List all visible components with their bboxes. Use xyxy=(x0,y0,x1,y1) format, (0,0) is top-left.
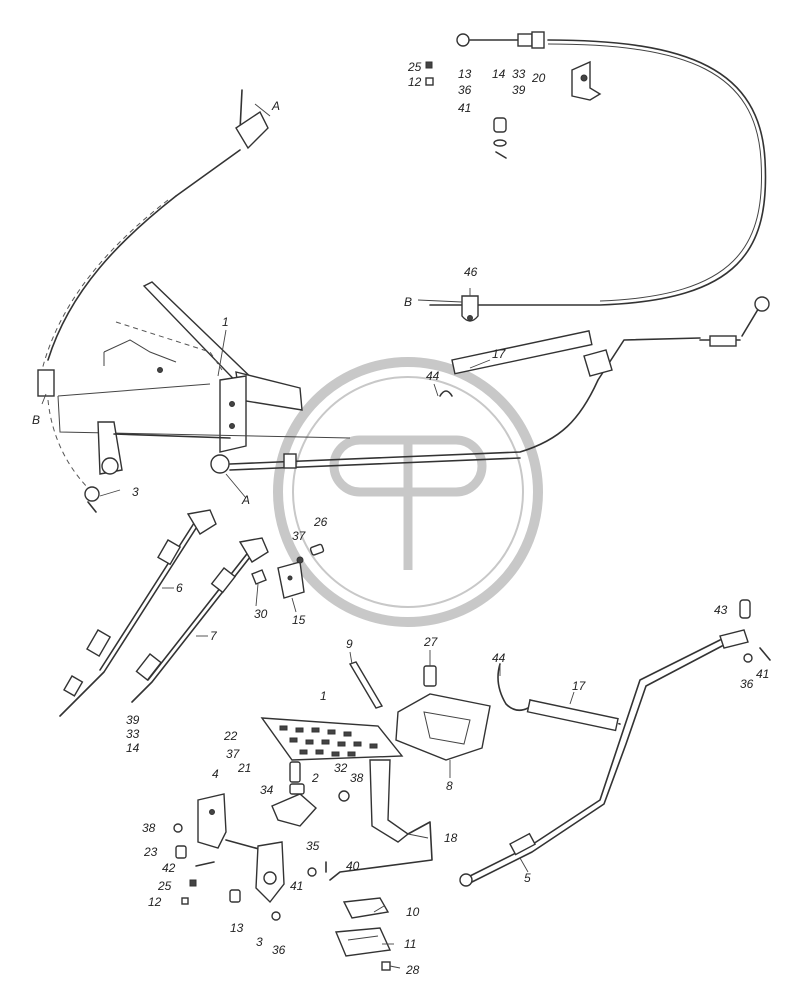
callout-label: 3 xyxy=(256,935,263,949)
callout-label: 12 xyxy=(408,75,422,89)
callout-label: 10 xyxy=(406,905,420,919)
callout-label: 11 xyxy=(404,937,416,951)
callout-label: A xyxy=(271,99,280,113)
callout-label: 33 xyxy=(126,727,140,741)
callout-label: 38 xyxy=(142,821,156,835)
callout-label: 15 xyxy=(292,613,306,627)
callout-labels: 25 12 13 36 14 33 39 20 41 A 46 B 1 17 4… xyxy=(32,60,769,977)
callout-label: 20 xyxy=(531,71,546,85)
callout-label: 7 xyxy=(210,629,218,643)
callout-label: 34 xyxy=(260,783,274,797)
callout-label: 2 xyxy=(311,771,319,785)
rod-5-assembly xyxy=(459,599,771,887)
callout-label: 5 xyxy=(524,871,531,885)
callout-label: 36 xyxy=(458,83,472,97)
pedal-assembly xyxy=(57,281,770,475)
callout-label: 1 xyxy=(222,315,229,329)
callout-label: 17 xyxy=(572,679,587,693)
callout-label: 30 xyxy=(254,607,268,621)
callout-label: 33 xyxy=(512,67,526,81)
callout-label: 27 xyxy=(423,635,439,649)
callout-label: 17 xyxy=(492,347,507,361)
callout-label: 41 xyxy=(756,667,769,681)
callout-label: 25 xyxy=(407,60,422,74)
callout-label: 37 xyxy=(226,747,241,761)
floor-pedal xyxy=(173,661,621,971)
callout-label: 37 xyxy=(292,529,307,543)
small-hardware-center xyxy=(251,543,325,599)
callout-label: 4 xyxy=(212,767,219,781)
callout-label: B xyxy=(404,295,412,309)
callout-label: 46 xyxy=(464,265,478,279)
callout-label: 39 xyxy=(126,713,140,727)
callout-label: 36 xyxy=(272,943,286,957)
top-throttle-cable xyxy=(425,31,767,322)
callout-label: 1 xyxy=(320,689,327,703)
callout-label: 44 xyxy=(492,651,506,665)
callout-label: 9 xyxy=(346,637,353,651)
callout-label: 13 xyxy=(230,921,244,935)
callout-label: 39 xyxy=(512,83,526,97)
callout-label: 43 xyxy=(714,603,728,617)
callout-label: 6 xyxy=(176,581,183,595)
watermark-logo-icon xyxy=(273,357,543,627)
callout-label: 35 xyxy=(306,839,320,853)
callout-label: 8 xyxy=(446,779,453,793)
left-hand-cable xyxy=(37,89,269,513)
callout-label: 26 xyxy=(313,515,328,529)
callout-label: 42 xyxy=(162,861,176,875)
callout-label: 28 xyxy=(405,963,420,977)
callout-label: 44 xyxy=(426,369,440,383)
callout-label: 38 xyxy=(350,771,364,785)
callout-label: 14 xyxy=(126,741,140,755)
callout-label: 18 xyxy=(444,831,458,845)
callout-label: A xyxy=(241,493,250,507)
callout-label: 3 xyxy=(132,485,139,499)
callout-label: 14 xyxy=(492,67,506,81)
callout-label: 40 xyxy=(346,859,360,873)
callout-label: 13 xyxy=(458,67,472,81)
callout-label: 32 xyxy=(334,761,348,775)
callout-label: 41 xyxy=(290,879,303,893)
callout-label: 22 xyxy=(223,729,238,743)
callout-label: B xyxy=(32,413,40,427)
callout-label: 25 xyxy=(157,879,172,893)
callout-label: 12 xyxy=(148,895,162,909)
callout-label: 36 xyxy=(740,677,754,691)
callout-label: 41 xyxy=(458,101,471,115)
callout-label: 23 xyxy=(143,845,158,859)
callout-label: 21 xyxy=(237,761,251,775)
callout-leaders xyxy=(41,103,575,969)
cables-6-7 xyxy=(59,509,269,717)
